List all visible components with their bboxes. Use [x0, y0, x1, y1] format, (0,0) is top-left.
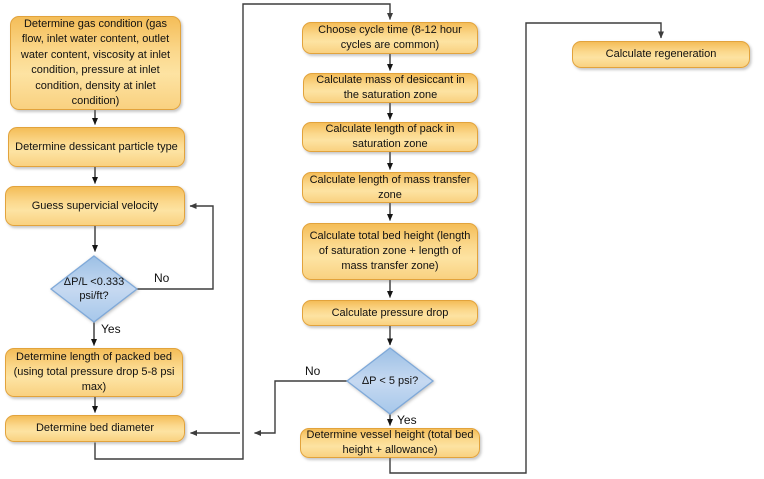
node-determine-length-packed-bed: Determine length of packed bed (using to… — [5, 348, 183, 397]
node-determine-gas-condition: Determine gas condition (gas flow, inlet… — [10, 16, 181, 110]
decision-dp-limit-label: ΔP < 5 psi? — [361, 375, 419, 387]
node-determine-vessel-height: Determine vessel height (total bed heigh… — [300, 428, 480, 458]
edge-label-no-dp-per-length: No — [154, 271, 170, 285]
node-choose-cycle-time: Choose cycle time (8-12 hour cycles are … — [302, 22, 478, 54]
node-calculate-length-pack-saturation: Calculate length of pack in saturation z… — [302, 122, 478, 152]
node-determine-bed-diameter: Determine bed diameter — [5, 415, 185, 442]
edge-dpl-no-loop — [133, 203, 214, 290]
node-calculate-mass-desiccant: Calculate mass of desiccant in the satur… — [303, 73, 478, 103]
node-calculate-total-bed-height: Calculate total bed height (length of sa… — [302, 223, 478, 280]
node-calculate-pressure-drop: Calculate pressure drop — [302, 300, 478, 326]
node-calculate-length-mass-transfer: Calculate length of mass transfer zone — [302, 172, 478, 203]
edge-label-no-dp-limit: No — [305, 364, 321, 378]
node-guess-supervicial-velocity: Guess supervicial velocity — [5, 186, 185, 226]
decision-dp-per-length-shape — [49, 255, 139, 323]
edge-vessel-to-regen — [389, 22, 664, 474]
edge-beddia-to-cycle — [94, 3, 393, 460]
edge-label-yes-dp-limit: Yes — [397, 413, 417, 427]
node-determine-dessicant-particle-type: Determine dessicant particle type — [8, 127, 185, 167]
node-calculate-regeneration: Calculate regeneration — [572, 41, 750, 68]
decision-dp-per-length-label: ΔP/L <0.333 psi/ft? — [63, 276, 125, 302]
edge-label-yes-dp-per-length: Yes — [101, 322, 121, 336]
decision-dp-limit-shape — [345, 347, 435, 415]
edge-dp-no-segment — [254, 380, 348, 436]
